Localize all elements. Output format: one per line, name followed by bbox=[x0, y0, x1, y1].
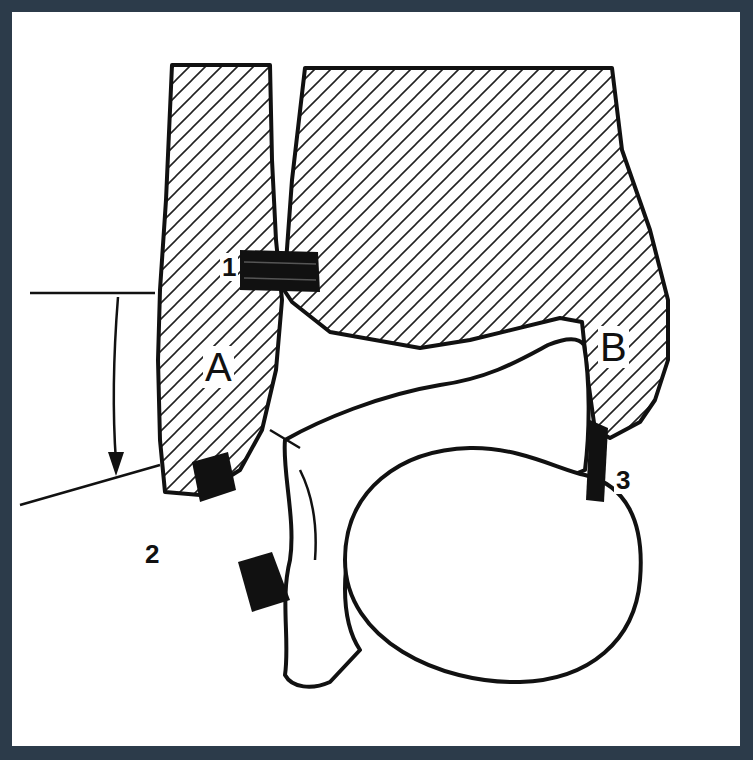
ligament-1 bbox=[240, 250, 320, 292]
ligament-2 bbox=[192, 452, 236, 502]
part-letter: A bbox=[203, 346, 234, 388]
angle-lines bbox=[20, 293, 160, 505]
callout-number: 2 bbox=[143, 540, 161, 568]
ligament-lateral bbox=[238, 552, 290, 612]
callout-number: 1 bbox=[220, 253, 238, 281]
part-letter: B bbox=[598, 326, 629, 368]
panel bbox=[12, 12, 740, 746]
angle-arrow bbox=[114, 297, 118, 462]
callout-number: 3 bbox=[614, 466, 632, 494]
ligament-3 bbox=[586, 420, 608, 502]
